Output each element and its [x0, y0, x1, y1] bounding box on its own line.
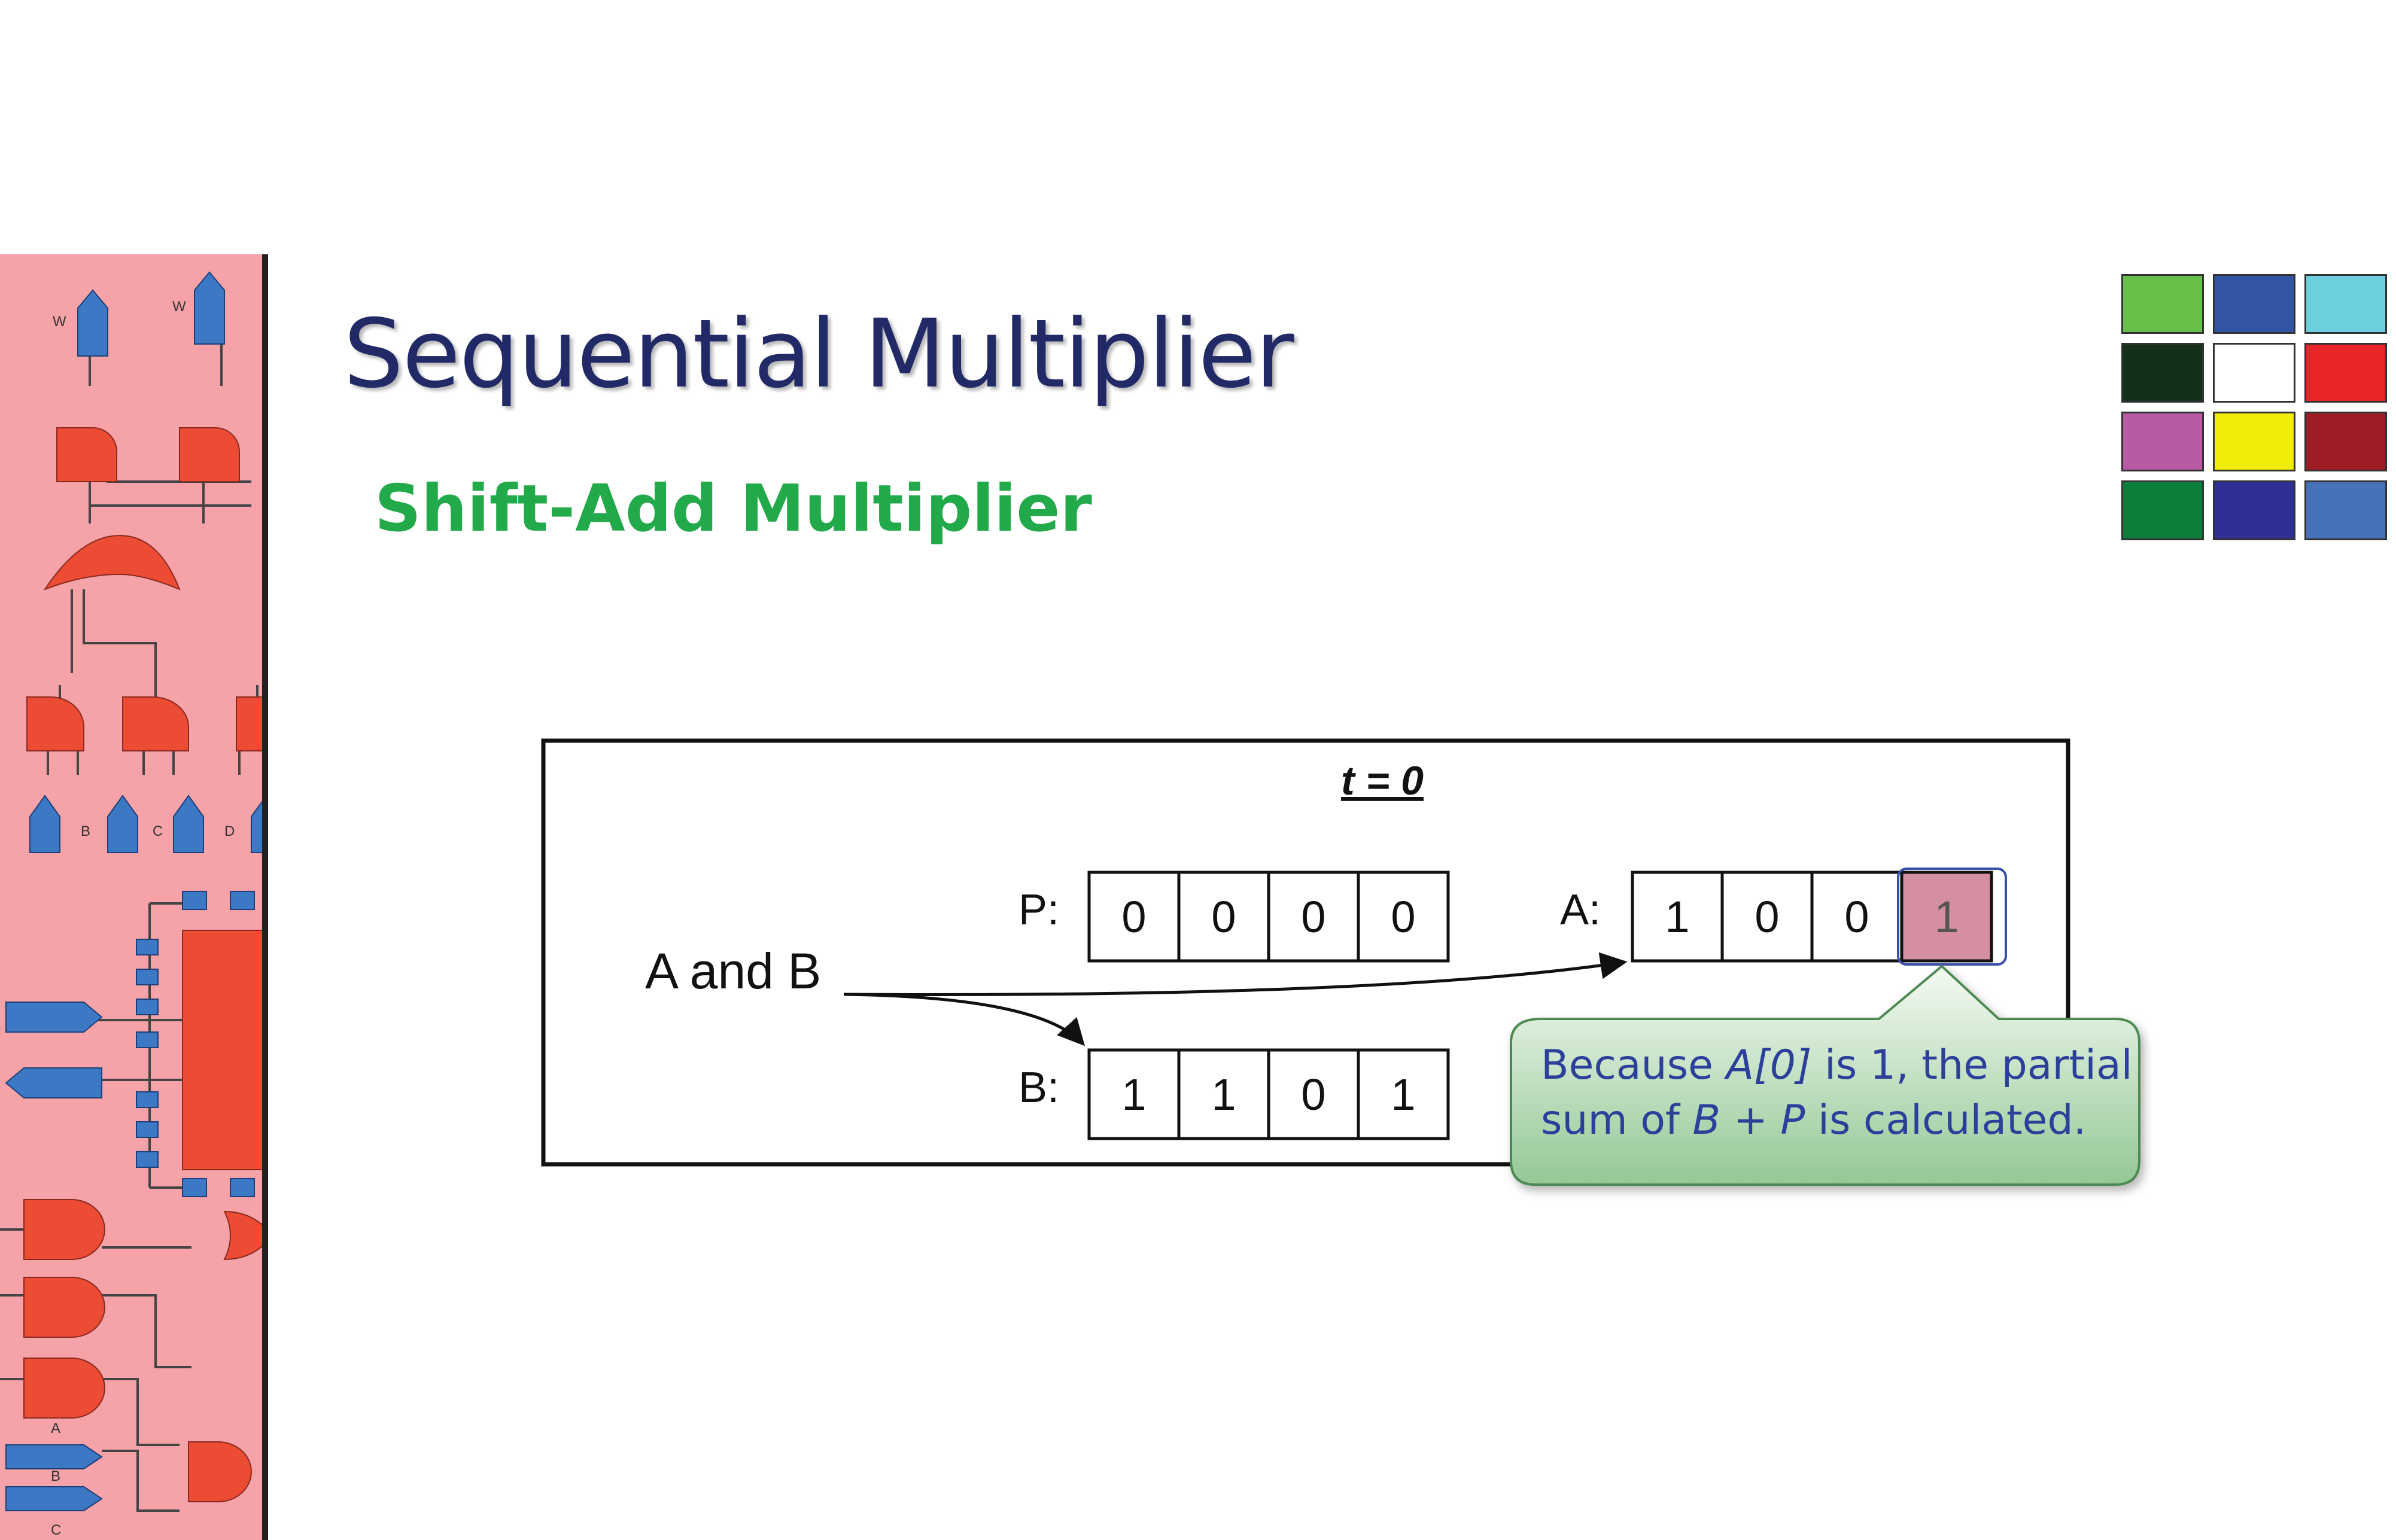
- a-bit-cell: [1720, 871, 1814, 963]
- palette-swatch: [2304, 274, 2387, 334]
- a-register-label: A:: [1560, 886, 1601, 934]
- sidebar-label: D: [224, 823, 235, 839]
- palette-swatch: [2304, 412, 2387, 471]
- b-bit-cell: [1087, 1048, 1181, 1140]
- a-bit-value: 0: [1844, 892, 1869, 942]
- callout-b: B: [1692, 1097, 1721, 1144]
- palette-swatch: [2213, 343, 2295, 403]
- callout-suffix: is calculated.: [1805, 1097, 2087, 1144]
- sidebar-label: C: [51, 1522, 61, 1538]
- callout-text: Because A[0] is 1, the partial sum of B …: [1541, 1038, 2139, 1148]
- palette-swatch: [2121, 343, 2204, 403]
- palette-swatch: [2121, 274, 2204, 334]
- circuit-sidebar-image: W W B C D A B C: [0, 254, 268, 1540]
- callout-bubble: [1510, 964, 2140, 1186]
- callout-mid: is 1, the partial sum of: [1541, 1042, 2133, 1144]
- palette-swatch: [2213, 412, 2295, 471]
- sidebar-label: W: [53, 314, 66, 330]
- b-bit-value: 1: [1121, 1070, 1146, 1119]
- p-bit-cell: [1357, 871, 1450, 963]
- sidebar-label: B: [81, 823, 90, 839]
- time-step-label: t = 0: [1341, 758, 1424, 804]
- palette-swatch: [2304, 480, 2387, 540]
- a-bit-cell: [1900, 871, 1993, 963]
- p-bit-cell: [1177, 871, 1270, 963]
- palette-swatch: [2121, 480, 2204, 540]
- sidebar-label: C: [153, 823, 163, 839]
- slide-title: Sequential Multiplier: [343, 299, 1294, 409]
- callout-p: P: [1780, 1097, 1805, 1144]
- source-label: A and B: [645, 943, 821, 999]
- b-register: 1 1 0 1: [1087, 1048, 1450, 1140]
- b-bit-value: 0: [1301, 1070, 1325, 1119]
- a-bit-value: 0: [1755, 892, 1779, 942]
- palette-swatch: [2213, 274, 2295, 334]
- b-bit-value: 1: [1211, 1070, 1236, 1119]
- callout-plus: +: [1720, 1097, 1781, 1144]
- highlighted-bit-outline: [1897, 868, 2007, 966]
- a-bit-cell: [1631, 871, 1724, 963]
- sidebar-label: A: [51, 1420, 60, 1436]
- b-register-label: B:: [1018, 1064, 1059, 1112]
- arrow-to-a: [843, 952, 1628, 996]
- palette-swatch: [2121, 412, 2204, 471]
- palette-swatch: [2213, 480, 2295, 540]
- b-bit-value: 1: [1391, 1070, 1415, 1119]
- palette-swatch: [2304, 343, 2387, 403]
- callout-prefix: Because: [1541, 1042, 1726, 1089]
- b-bit-cell: [1357, 1048, 1450, 1140]
- p-bit-value: 0: [1301, 892, 1325, 942]
- color-palette-grid: [2121, 274, 2388, 541]
- p-bit-value: 0: [1121, 892, 1146, 942]
- sidebar-label: W: [172, 299, 186, 315]
- b-bit-cell: [1267, 1048, 1360, 1140]
- diagram-frame: [541, 738, 2070, 1167]
- sidebar-label: B: [51, 1468, 60, 1484]
- p-register-label: P:: [1018, 886, 1059, 934]
- a-bit-value: 1: [1665, 892, 1689, 942]
- p-register: 0 0 0 0: [1087, 871, 1450, 963]
- callout-a0: A[0]: [1726, 1042, 1812, 1089]
- a-bit-value: 1: [1934, 892, 1959, 942]
- a-register: 1 0 0 1: [1631, 868, 2007, 966]
- b-bit-cell: [1177, 1048, 1270, 1140]
- arrow-to-b: [843, 993, 1086, 1046]
- p-bit-value: 0: [1391, 892, 1415, 942]
- slide-subtitle: Shift-Add Multiplier: [375, 471, 1092, 546]
- p-bit-value: 0: [1211, 892, 1236, 942]
